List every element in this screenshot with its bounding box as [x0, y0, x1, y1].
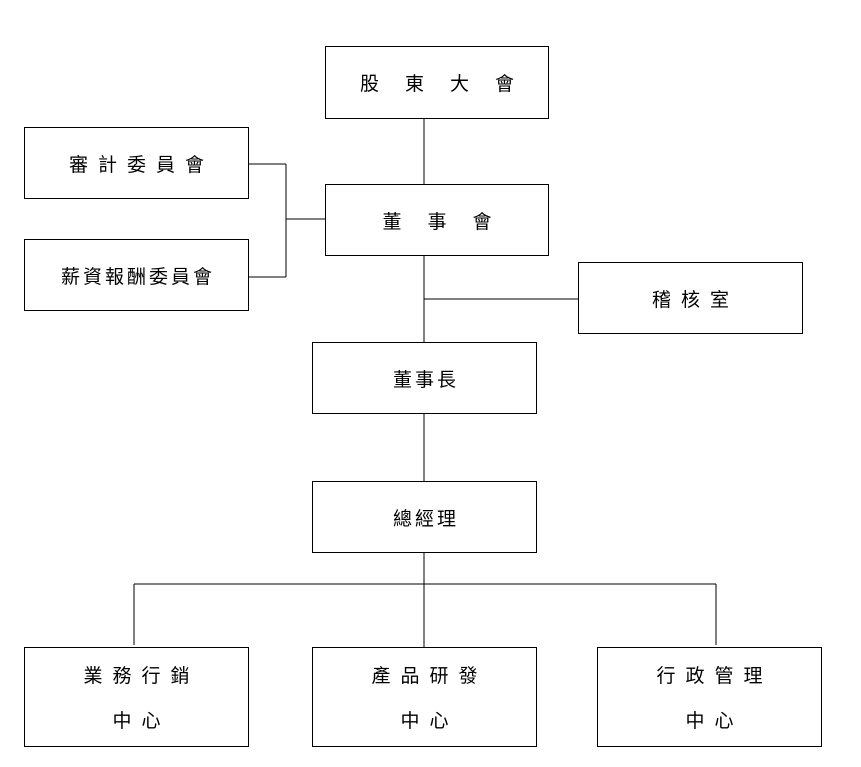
- audit-committee-box: 審計委員會: [24, 127, 249, 199]
- internal-audit-label: 稽核室: [651, 288, 739, 311]
- board-box: 董 事 會: [325, 184, 549, 256]
- general-manager-box: 總經理: [312, 481, 537, 553]
- chairman-label: 董事長: [392, 368, 459, 391]
- product-rd-center-box: 產品研發 中心: [312, 647, 537, 747]
- sales-marketing-center-box: 業務行銷 中心: [24, 647, 249, 747]
- internal-audit-box: 稽核室: [578, 262, 803, 334]
- remuneration-committee-label: 薪資報酬委員會: [60, 265, 215, 288]
- shareholders-meeting-label: 股 東 大 會: [359, 73, 525, 95]
- general-manager-label: 總經理: [392, 507, 459, 530]
- shareholders-meeting-box: 股 東 大 會: [325, 46, 549, 119]
- chairman-box: 董事長: [312, 342, 537, 414]
- board-label: 董 事 會: [382, 210, 502, 233]
- sales-marketing-line2: 中心: [112, 710, 171, 732]
- product-rd-line1: 產品研發: [371, 665, 488, 687]
- product-rd-line2: 中心: [400, 710, 459, 732]
- admin-management-line2: 中心: [685, 710, 744, 732]
- remuneration-committee-box: 薪資報酬委員會: [24, 239, 249, 311]
- admin-management-center-box: 行政管理 中心: [597, 647, 822, 747]
- admin-management-line1: 行政管理: [656, 665, 773, 687]
- sales-marketing-line1: 業務行銷: [83, 665, 200, 687]
- audit-committee-label: 審計委員會: [68, 153, 214, 176]
